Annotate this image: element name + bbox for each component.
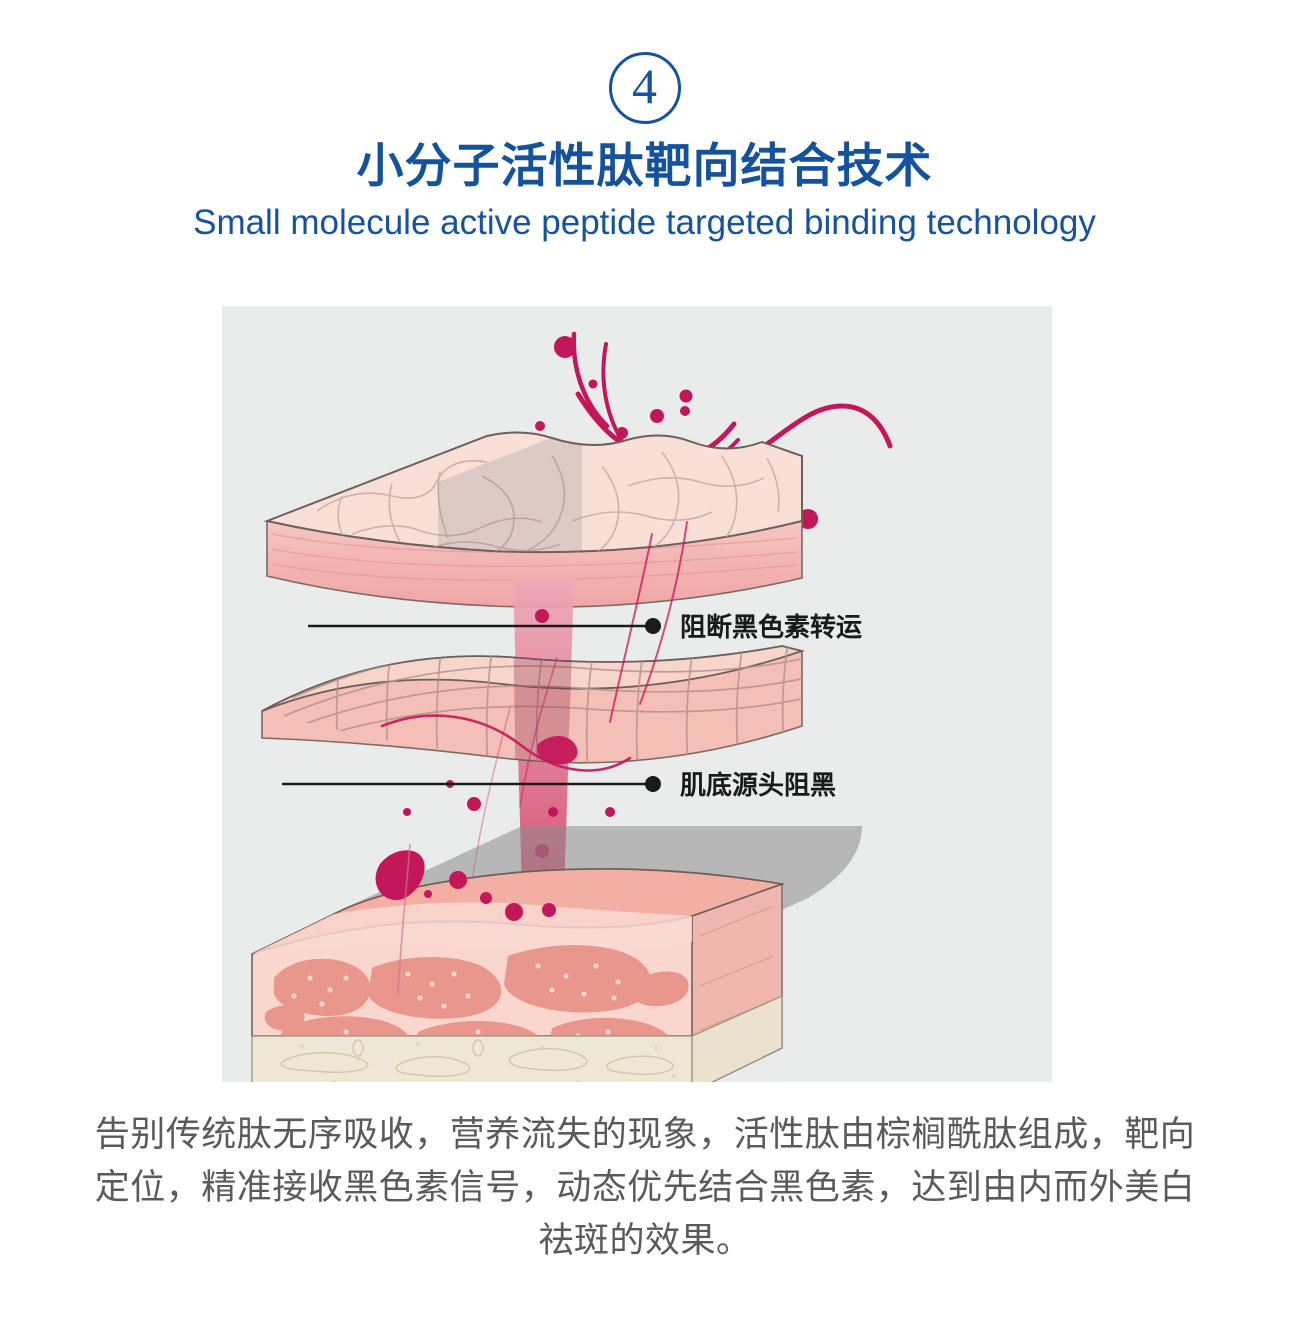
surface-melanin-group	[424, 871, 556, 921]
page-title: 小分子活性肽靶向结合技术	[356, 139, 933, 192]
epidermis-slab	[263, 431, 803, 608]
step-number-text: 4	[632, 58, 657, 114]
melanin-shadow-band	[438, 432, 582, 553]
page-subtitle: Small molecule active peptide targeted b…	[193, 202, 1096, 242]
step-number-badge: 4	[608, 52, 681, 124]
callout-basal-block: 肌底源头阻黑	[282, 770, 836, 800]
page-header: 4 小分子活性肽靶向结合技术 Small molecule active pep…	[0, 0, 1289, 242]
description-line-3: 祛斑的效果。	[538, 1221, 752, 1261]
capillary-strand	[397, 843, 411, 997]
callout-melanin-transport: 阻断黑色素转运	[308, 612, 862, 642]
callout-bullet-1	[645, 618, 661, 634]
description-paragraph: 告别传统肽无序吸收，营养流失的现象，活性肽由棕榈酰肽组成，靶向 定位，精准接收黑…	[55, 1108, 1235, 1268]
callout-label-2: 肌底源头阻黑	[680, 770, 836, 800]
subcutis-band	[251, 1035, 693, 1082]
dermal-mesh-slab	[261, 521, 806, 883]
melanin-blob	[537, 735, 578, 765]
description-line-2: 定位，精准接收黑色素信号，动态优先结合黑色素，达到由内而外美白	[94, 1168, 1196, 1208]
callout-bullet-2	[645, 776, 661, 792]
melanin-blob-lower	[375, 850, 425, 901]
callout-label-1: 阻断黑色素转运	[680, 612, 862, 642]
skin-cross-section-illustration: 阻断黑色素转运 肌底源头阻黑	[222, 306, 1052, 1082]
description-line-1: 告别传统肽无序吸收，营养流失的现象，活性肽由棕榈酰肽组成，靶向	[94, 1115, 1196, 1154]
